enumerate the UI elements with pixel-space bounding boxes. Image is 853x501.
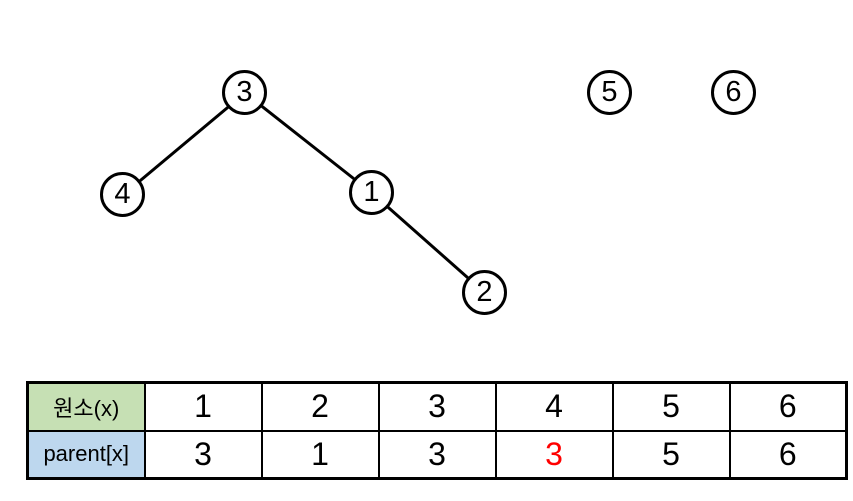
element-row-header: 원소(x) [26,381,146,432]
tree-node-6: 6 [711,70,756,115]
tree-edge-3-1 [244,91,373,195]
parent-cell-highlighted: 3 [494,429,614,480]
element-cell: 3 [377,381,497,432]
element-cell: 1 [143,381,263,432]
parent-row-header: parent[x] [26,429,146,480]
parent-cell: 5 [611,429,731,480]
tree-node-2: 2 [462,270,507,315]
element-cell: 4 [494,381,614,432]
tree-node-5: 5 [587,70,632,115]
parent-cell: 6 [728,429,848,480]
element-row: 원소(x) 1 2 3 4 5 6 [26,381,848,432]
element-cell: 6 [728,381,848,432]
tree-node-4: 4 [100,172,145,217]
parent-cell: 3 [143,429,263,480]
parent-row: parent[x] 3 1 3 3 5 6 [26,429,848,480]
parent-array-table: 원소(x) 1 2 3 4 5 6 parent[x] 3 1 3 3 5 6 [26,381,848,480]
tree-node-1: 1 [349,170,394,215]
tree-node-3: 3 [222,70,267,115]
tree-edge-3-4 [122,91,246,197]
element-cell: 2 [260,381,380,432]
parent-cell: 3 [377,429,497,480]
element-cell: 5 [611,381,731,432]
parent-cell: 1 [260,429,380,480]
tree-edge-1-2 [371,191,486,295]
